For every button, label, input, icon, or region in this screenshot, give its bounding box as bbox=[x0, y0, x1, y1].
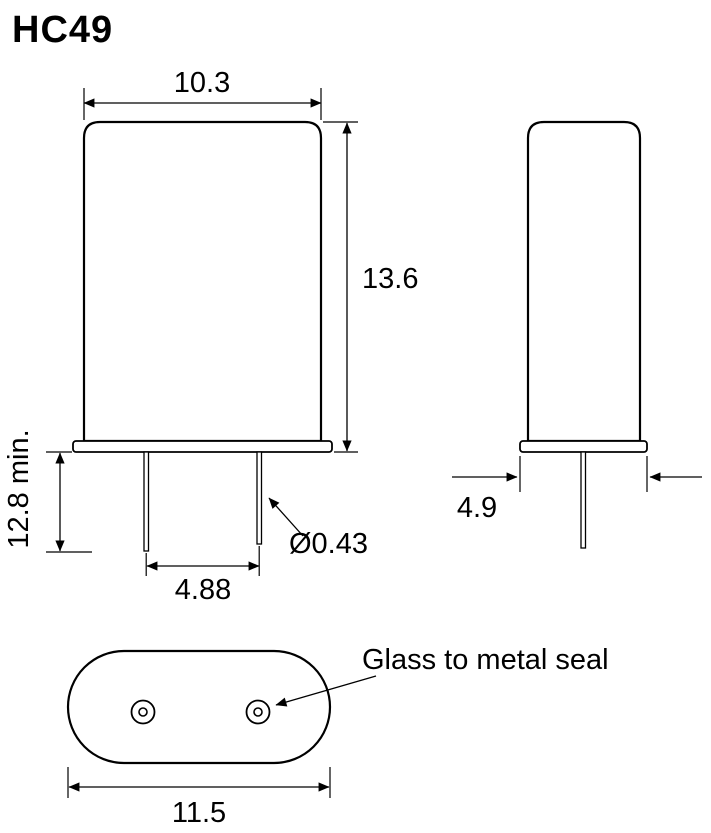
front-height-label: 13.6 bbox=[362, 263, 418, 295]
front-lead-right bbox=[256, 451, 263, 545]
bottom-pin-left-center bbox=[138, 707, 148, 717]
leader-line-lead-diameter bbox=[268, 497, 304, 537]
bottom-view: Glass to metal seal 11.5 bbox=[66, 644, 609, 829]
bottom-pin-right-center bbox=[253, 707, 263, 717]
drawing-title: HC49 bbox=[12, 9, 113, 51]
side-flange bbox=[519, 440, 648, 453]
bottom-body bbox=[66, 649, 332, 765]
front-lead-spacing-label: 4.88 bbox=[175, 574, 231, 606]
front-body bbox=[82, 120, 323, 443]
seal-note-label: Glass to metal seal bbox=[362, 644, 609, 676]
front-lead-length-label: 12.8 min. bbox=[3, 429, 35, 548]
front-flange bbox=[72, 440, 333, 453]
front-lead-left bbox=[143, 451, 150, 552]
side-width-label: 4.9 bbox=[457, 492, 497, 524]
side-view: 4.9 bbox=[452, 120, 702, 549]
front-view: 10.3 13.6 12.8 min. 4.88 bbox=[3, 67, 418, 606]
leader-line-seal bbox=[275, 675, 377, 707]
front-width-label: 10.3 bbox=[174, 67, 230, 99]
side-lead bbox=[580, 451, 587, 549]
bottom-length-label: 11.5 bbox=[172, 797, 226, 829]
side-body bbox=[526, 120, 642, 443]
front-lead-diameter-label: Ø0.43 bbox=[289, 528, 368, 560]
